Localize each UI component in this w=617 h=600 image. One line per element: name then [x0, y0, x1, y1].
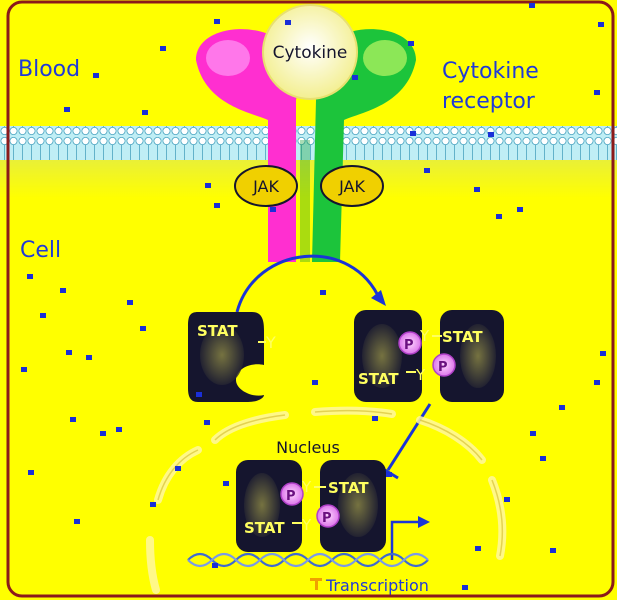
jak-right — [320, 165, 384, 207]
phosphate-label: P — [286, 489, 296, 504]
cytokine-ligand — [262, 4, 358, 100]
jak-right-label: JAK — [338, 177, 365, 196]
transcription-arrow-icon — [390, 516, 430, 560]
noise-dots — [21, 3, 606, 590]
stat-dimer-phosphorylated — [354, 310, 504, 402]
lipid-bilayer-icon — [0, 126, 617, 160]
tyrosine-label: Y — [419, 327, 430, 345]
tyrosine-label: Y — [265, 333, 276, 352]
stat-label: STAT — [442, 328, 483, 346]
receptor-label-line1: Cytokine — [442, 59, 539, 84]
blood-label: Blood — [18, 57, 80, 82]
cytoplasm-edge — [0, 158, 617, 198]
phosphate-label: P — [438, 360, 448, 375]
dna-helix-icon — [187, 552, 429, 568]
phosphate-label: P — [322, 511, 332, 526]
phosphate-label: P — [404, 338, 414, 353]
stat-monomer-inactive — [188, 312, 264, 402]
stat-dimer-nuclear — [236, 460, 386, 552]
nucleus-label: Nucleus — [276, 438, 340, 457]
transcription-label: Transcription — [325, 576, 429, 595]
figure-frame — [6, 0, 615, 598]
jak-left-label: JAK — [252, 177, 279, 196]
stat-label: STAT — [358, 370, 399, 388]
activation-arrow-icon — [235, 254, 386, 313]
tyrosine-label: Y — [301, 478, 312, 496]
cytokine-label: Cytokine — [273, 43, 348, 63]
tyrosine-label: Y — [301, 516, 312, 534]
receptor-label-line2: receptor — [442, 89, 536, 114]
cell-label: Cell — [20, 238, 61, 263]
stat-label: STAT — [197, 322, 238, 340]
stat-label: STAT — [328, 479, 369, 497]
stat-label: STAT — [244, 519, 285, 537]
jak-left — [234, 165, 298, 207]
tyrosine-label: Y — [415, 366, 426, 384]
